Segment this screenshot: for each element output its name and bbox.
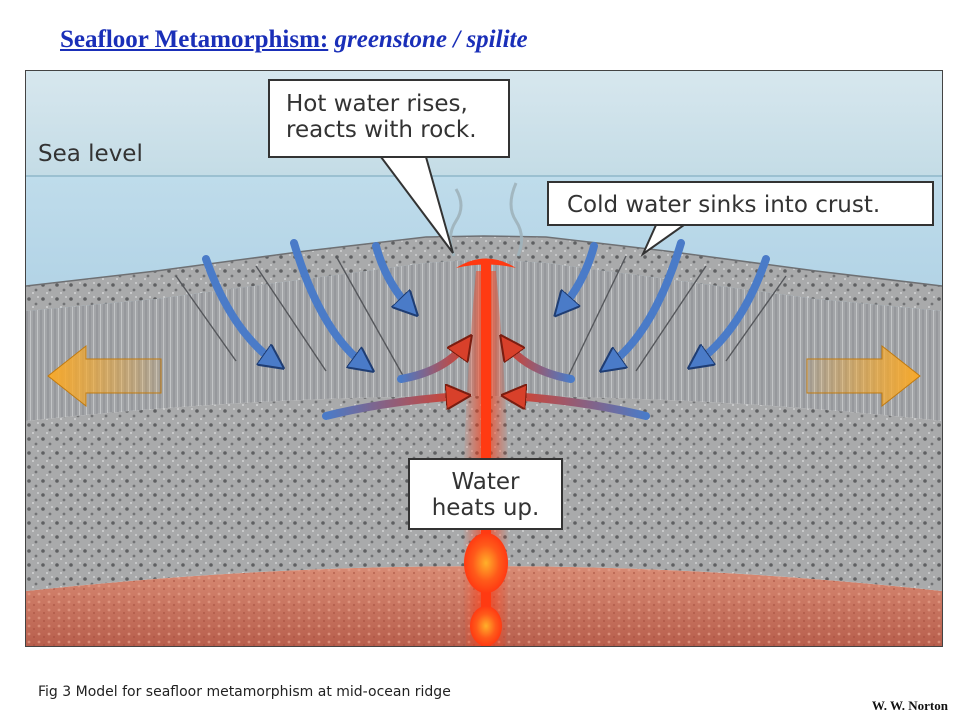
cold-water-arrows [202,239,770,366]
hot-water-arrows [322,343,650,420]
magma-cap [456,258,516,268]
spreading-arrow-right [806,344,921,408]
hot-water-arrow [511,396,650,420]
title-subtitle: greenstone / spilite [334,26,528,53]
cold-water-arrow [561,242,598,309]
cold-water-callout-text: Cold water sinks into crust. [567,192,881,218]
cold-water-arrow [696,255,770,363]
hot-water-callout: Hot water rises, reacts with rock. [268,79,510,158]
cold-water-arrow [372,242,411,309]
heats-up-callout-line2: heats up. [431,495,540,521]
magma-conduit [481,263,491,646]
fault-lines [175,255,787,382]
cold-water-arrow [608,239,685,366]
magma-chamber-blob [464,533,508,593]
hot-water-arrow [506,343,575,383]
hot-water-arrow [397,343,466,383]
hot-water-callout-line1: Hot water rises, [286,91,468,117]
heats-up-callout-line1: Water [451,469,520,495]
cold-water-arrow [202,255,276,363]
hot-water-callout-line2: reacts with rock. [286,117,477,143]
heats-up-callout: Water heats up. [408,458,563,530]
hot-water-arrow [322,396,461,420]
magma-chamber-blob-small [470,606,502,646]
page-title: Seafloor Metamorphism: greenstone / spil… [60,26,528,54]
spreading-arrow-left [47,344,162,408]
figure-caption: Fig 3 Model for seafloor metamorphism at… [38,684,451,700]
cold-water-callout: Cold water sinks into crust. [547,181,934,226]
sea-level-label: Sea level [38,141,143,167]
title-link[interactable]: Seafloor Metamorphism: [60,26,329,53]
seafloor-diagram: Sea level [25,70,943,647]
credit-line: W. W. Norton [871,698,948,713]
cold-water-arrow [290,239,366,366]
